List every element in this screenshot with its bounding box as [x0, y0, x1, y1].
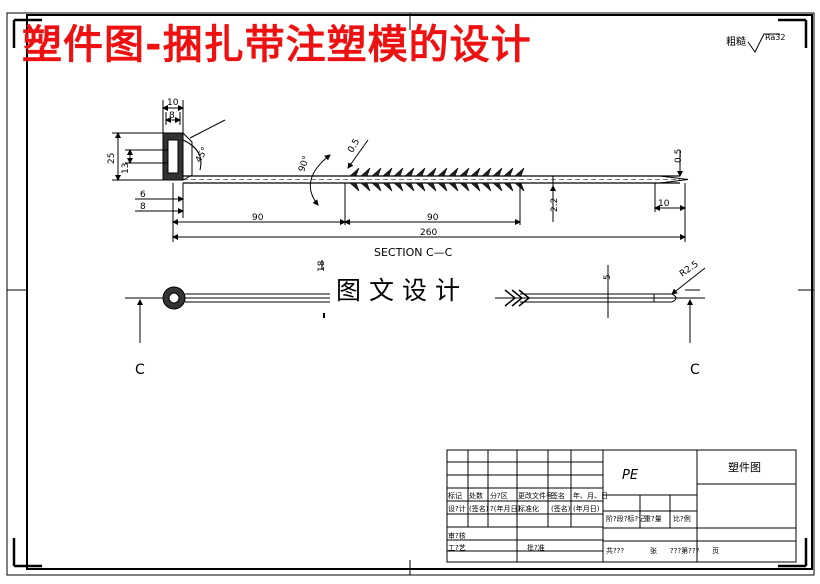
part-name: 塑件图 — [728, 460, 761, 474]
section-mark-left: C — [135, 362, 145, 378]
rev-h0: 标记 — [448, 491, 462, 500]
sheet-suffix: 页 — [712, 547, 719, 555]
stage-h2: 比?例 — [673, 514, 691, 523]
dim-chamfer-angle: 45° — [194, 146, 211, 165]
dim-tooth-angle: 90° — [297, 155, 312, 173]
rev-h5: 年、月、日 — [573, 491, 608, 500]
section-view — [112, 100, 689, 242]
dim-bottom-8: 8 — [140, 202, 146, 212]
roughness-symbol — [747, 33, 780, 53]
rev-h4: 签名 — [551, 491, 565, 500]
rev-h2: 分?区 — [490, 491, 508, 500]
inner-frame — [26, 14, 813, 570]
dim-pin-dia: 18 — [317, 260, 327, 272]
rev-h1: 处数 — [469, 491, 483, 500]
sign-3: 标准化 — [518, 504, 539, 513]
title-block-text: 标记 处数 分?区 更改文件号 签名 年、月、日 设?计 (签名) ?(年月日)… — [448, 491, 719, 555]
dim-span-mid: 90 — [427, 213, 439, 223]
dim-tip-radius: R2.5 — [678, 259, 701, 279]
dim-section-height: 5 — [603, 274, 613, 280]
sign-5: (年月日) — [573, 504, 600, 513]
section-label: SECTION C—C — [374, 246, 453, 259]
sign-0: 设?计 — [448, 504, 466, 513]
watermark-text: 图文设计 — [336, 272, 486, 310]
title-block — [446, 449, 797, 563]
dim-strap-thickness: 2.2 — [550, 198, 560, 212]
dim-height-total: 25 — [107, 153, 117, 164]
dim-tip-length: 10 — [658, 199, 670, 209]
sign-2: ?(年月日) — [490, 504, 520, 513]
section-mark-right: C — [690, 362, 700, 378]
sheet-label: 张 — [650, 546, 657, 555]
rev-h3: 更改文件号 — [518, 491, 553, 500]
sign-4: (签名) — [551, 504, 571, 513]
roughness-value: Ra32 — [765, 33, 786, 42]
section-cc-view — [125, 260, 706, 343]
dim-overall-length: 260 — [420, 228, 437, 238]
stage-h1: 重?量 — [644, 515, 662, 523]
process-label: 工?艺 — [448, 544, 466, 552]
sign-1: (签名) — [469, 504, 489, 513]
roughness-label: 粗糙 — [726, 37, 746, 48]
approve-label: 批?准 — [527, 543, 545, 552]
dim-top-width: 10 — [167, 98, 179, 108]
page-title: 塑件图-捆扎带注塑模的设计 — [22, 22, 532, 68]
sheet-total: 共??? — [606, 546, 624, 555]
center-ticks — [7, 13, 814, 575]
dim-span-left: 90 — [252, 213, 264, 223]
dim-bottom-6: 6 — [140, 190, 146, 200]
material-label: PE — [622, 468, 639, 483]
sheet-no: ???第??? — [670, 546, 700, 555]
dim-inner-width: 8 — [169, 111, 175, 121]
audit-label: 审?核 — [448, 531, 466, 540]
stage-h0: 阶?段?标?记 — [606, 514, 645, 523]
dim-tip-thickness: 0.5 — [674, 149, 684, 163]
corner-marks — [12, 18, 808, 568]
dim-height-inner: 13 — [121, 163, 131, 174]
